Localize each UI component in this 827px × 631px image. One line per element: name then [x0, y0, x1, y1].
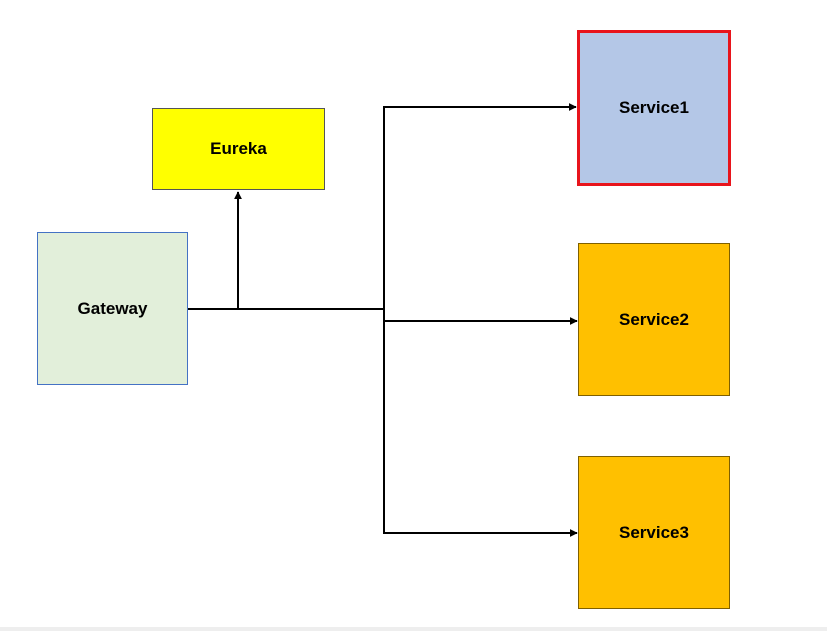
- eureka-label: Eureka: [210, 139, 267, 158]
- service3-node[interactable]: Service3: [578, 456, 730, 609]
- service2-node[interactable]: Service2: [578, 243, 730, 396]
- service2-label: Service2: [619, 309, 689, 329]
- gateway-node[interactable]: Gateway: [37, 232, 188, 385]
- service1-label: Service1: [619, 98, 689, 117]
- gateway-label: Gateway: [77, 298, 148, 318]
- eureka-node[interactable]: Eureka: [152, 108, 325, 190]
- service3-label: Service3: [619, 522, 689, 542]
- bottom-strip: [0, 627, 827, 631]
- service1-node[interactable]: Service1: [577, 30, 731, 186]
